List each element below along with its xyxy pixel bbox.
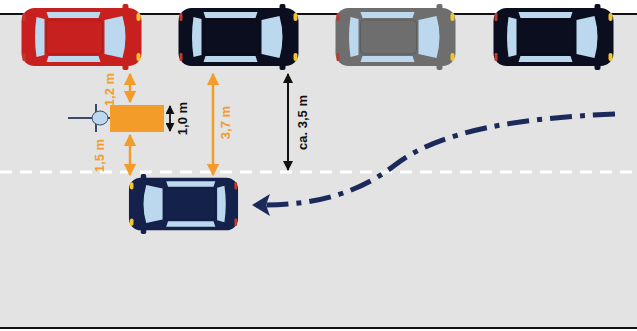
dimension-label: 3,7 m [220, 105, 233, 138]
dimension-label: 1,0 m [177, 101, 190, 134]
passing-car [129, 174, 238, 234]
dimension-label: 1,2 m [104, 72, 117, 105]
dimension-arrows [130, 74, 288, 175]
trajectory [262, 114, 615, 205]
cyclist [68, 104, 164, 132]
dimension-label: ca. 3,5 m [296, 95, 309, 150]
parked-car [22, 4, 614, 70]
dimension-label: 1,5 m [94, 138, 107, 171]
